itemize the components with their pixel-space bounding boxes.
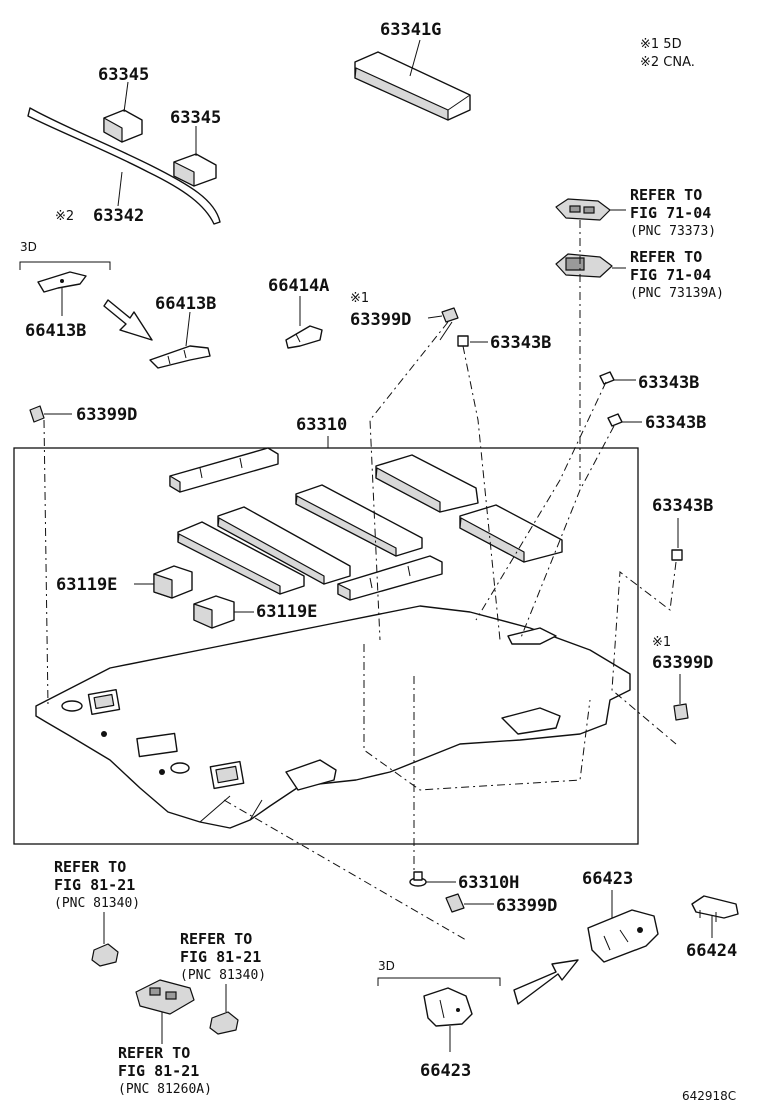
- label-63310H: 63310H: [458, 873, 519, 893]
- label-63343B-3: 63343B: [645, 413, 706, 433]
- part-63343B-clip-1: [457, 335, 469, 347]
- part-pad-large-2: [459, 504, 563, 563]
- label-63399D-top-mark: ※1: [350, 291, 369, 306]
- label-63341G: 63341G: [380, 20, 441, 40]
- part-63345-pad-a: [103, 109, 143, 143]
- label-63310: 63310: [296, 415, 347, 435]
- note-2: ※2 CNA.: [640, 55, 695, 70]
- ref-81340-a-line2: FIG 81-21: [54, 876, 135, 894]
- ref-81340-a-line1: REFER TO: [54, 858, 126, 876]
- label-63399D-bottom: 63399D: [496, 896, 557, 916]
- part-63399D-clip-top: [441, 307, 459, 323]
- part-map-lamp-73373: [555, 198, 611, 221]
- part-66413B-right: [149, 345, 211, 369]
- arrow-icon-3d-top: [103, 299, 153, 341]
- ref-73139A-line3: (PNC 73139A): [630, 286, 724, 301]
- ref-81340-b-line2: FIG 81-21: [180, 948, 261, 966]
- part-63399D-clip-bottom: [445, 893, 465, 913]
- part-66424: [691, 895, 739, 922]
- part-console-lamp-81260A: [135, 979, 195, 1015]
- part-66423-bottom: [423, 987, 473, 1027]
- label-63345-b: 63345: [170, 108, 221, 128]
- part-63119E-block-2: [193, 595, 235, 629]
- part-courtesy-lamp-b: [209, 1011, 239, 1035]
- part-63343B-clip-4: [671, 549, 683, 561]
- figure-code: 642918C: [682, 1089, 736, 1103]
- ref-81340-b-line3: (PNC 81340): [180, 968, 266, 983]
- label-63399D-right-mark: ※1: [652, 635, 671, 650]
- label-66423-top: 66423: [582, 869, 633, 889]
- part-63341G-pad: [354, 51, 471, 121]
- ref-81260A-line3: (PNC 81260A): [118, 1082, 212, 1097]
- part-63310H-fastener: [409, 871, 427, 887]
- label-63345-a: 63345: [98, 65, 149, 85]
- arrow-icon-3d-bottom: [513, 959, 579, 1005]
- part-63119E-block-1: [153, 565, 193, 599]
- label-63399D-right: 63399D: [652, 653, 713, 673]
- part-map-lamp-73139A: [555, 253, 613, 278]
- part-pad-large-1: [375, 454, 479, 513]
- part-headliner-63310: [35, 605, 631, 829]
- ref-81340-b-line1: REFER TO: [180, 930, 252, 948]
- label-63342-mark: ※2: [55, 209, 74, 224]
- label-63343B-1: 63343B: [490, 333, 551, 353]
- part-pad-strip-1: [295, 484, 423, 557]
- part-63399D-clip-right: [673, 703, 689, 721]
- ref-73373-line1: REFER TO: [630, 186, 702, 204]
- part-66414A: [285, 325, 323, 349]
- note-1: ※1 5D: [640, 37, 682, 52]
- part-pad-strip-2: [217, 506, 351, 585]
- label-63399D-top: 63399D: [350, 310, 411, 330]
- ref-81260A-line1: REFER TO: [118, 1044, 190, 1062]
- label-63343B-2: 63343B: [638, 373, 699, 393]
- label-63342: 63342: [93, 206, 144, 226]
- ref-81260A-line2: FIG 81-21: [118, 1062, 199, 1080]
- label-66423-bottom: 66423: [420, 1061, 471, 1081]
- assembly-frame-63310: [13, 447, 639, 845]
- ref-73139A-line2: FIG 71-04: [630, 266, 711, 284]
- part-66423-top: [587, 909, 659, 963]
- label-66414A: 66414A: [268, 276, 329, 296]
- label-66413B-left: 66413B: [25, 321, 86, 341]
- part-pad-rear-bracket: [337, 555, 443, 601]
- part-courtesy-lamp-a: [91, 943, 119, 967]
- ref-73373-line2: FIG 71-04: [630, 204, 711, 222]
- label-66413B-right: 66413B: [155, 294, 216, 314]
- part-63343B-clip-3: [607, 413, 623, 427]
- label-3d-bottom: 3D: [378, 959, 395, 973]
- label-63119E-2: 63119E: [256, 602, 317, 622]
- part-63343B-clip-2: [599, 371, 615, 385]
- label-3d-top: 3D: [20, 240, 37, 254]
- part-pad-front-bracket: [169, 447, 279, 493]
- ref-73139A-line1: REFER TO: [630, 248, 702, 266]
- part-63342-strip: [27, 107, 221, 225]
- part-63399D-clip-left: [29, 405, 45, 423]
- label-63399D-left: 63399D: [76, 405, 137, 425]
- ref-73373-line3: (PNC 73373): [630, 224, 716, 239]
- label-63119E-1: 63119E: [56, 575, 117, 595]
- part-66413B-left: [37, 271, 87, 293]
- label-66424: 66424: [686, 941, 737, 961]
- part-pad-strip-3: [177, 521, 305, 595]
- label-63343B-4: 63343B: [652, 496, 713, 516]
- ref-81340-a-line3: (PNC 81340): [54, 896, 140, 911]
